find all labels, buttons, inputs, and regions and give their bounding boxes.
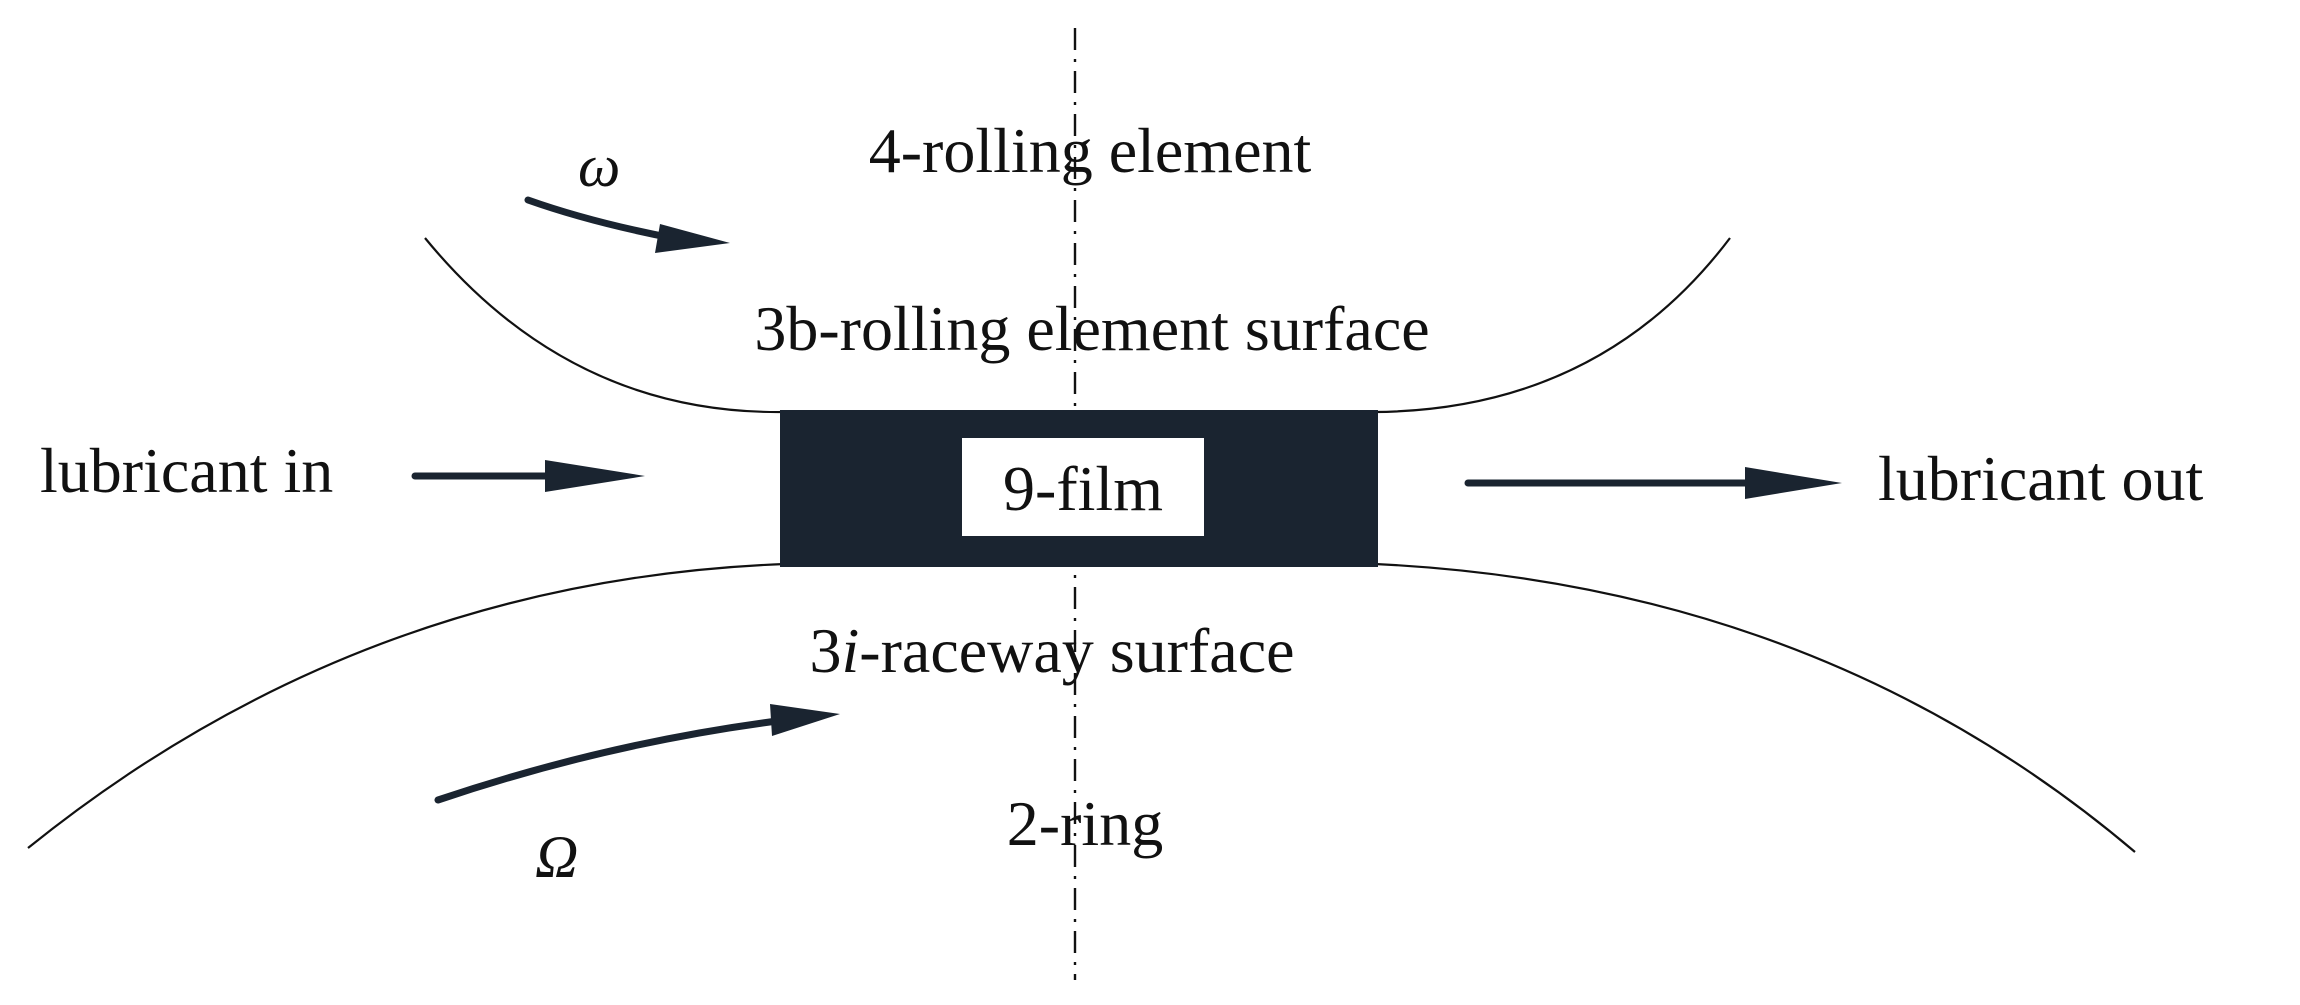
lubricant-in-label: lubricant in: [40, 435, 333, 506]
film-label: 9-film: [1003, 453, 1163, 524]
ring-label: 2-ring: [1007, 788, 1163, 859]
omega-capital-arrow-shaft: [434, 716, 789, 804]
raceway-surface-label-prefix: 3: [810, 615, 842, 686]
raceway-surface-label-suffix: -raceway surface: [859, 615, 1294, 686]
lubricant-in-arrow-head: [545, 460, 645, 492]
omega-small-label: ω: [578, 133, 620, 199]
rolling-element-label: 4-rolling element: [869, 115, 1312, 186]
omega-small-arrow-head: [655, 224, 730, 253]
raceway-surface-label: 3i-raceway surface: [810, 615, 1295, 686]
rolling-element-surface-label: 3b-rolling element surface: [754, 293, 1429, 364]
film-label-box: [962, 438, 1204, 536]
omega-capital-arrow-head: [770, 704, 840, 736]
omega-small-arrow-shaft: [524, 196, 676, 242]
lubricant-out-label: lubricant out: [1878, 443, 2203, 514]
lubricant-out-arrow-head: [1745, 467, 1842, 499]
omega-capital-label: Ω: [535, 824, 578, 890]
raceway-surface-label-italic: i: [842, 615, 860, 686]
